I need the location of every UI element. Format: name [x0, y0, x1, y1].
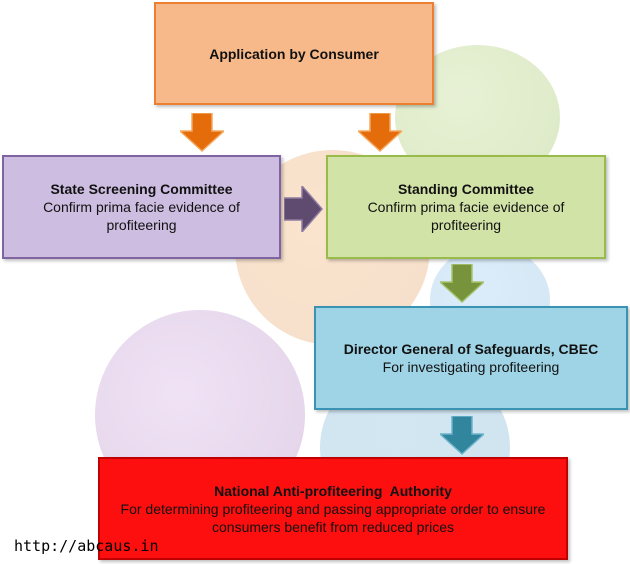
arrow-down-icon [358, 113, 402, 153]
naa-box: National Anti-profiteering Authority For… [98, 457, 568, 560]
arrow-down-icon [440, 264, 484, 304]
naa-title: National Anti-profiteering Authority [214, 482, 452, 499]
watermark-url: http://abcaus.in [14, 537, 159, 555]
application-title: Application by Consumer [209, 45, 379, 62]
application-box: Application by Consumer [154, 2, 434, 105]
state-screening-title: State Screening Committee [50, 181, 233, 197]
state-screening-box: State Screening Committee Confirm prima … [2, 155, 281, 259]
dgs-title: Director General of Safeguards, CBEC [343, 341, 599, 357]
arrow-down-icon [440, 416, 484, 456]
standing-committee-desc: Confirm prima facie evidence of profitee… [367, 199, 565, 233]
naa-desc: For determining profiteering and passing… [120, 500, 546, 535]
arrow-down-icon [180, 113, 224, 153]
state-screening-desc: Confirm prima facie evidence of profitee… [43, 199, 240, 233]
dgs-box: Director General of Safeguards, CBEC For… [314, 306, 628, 410]
standing-committee-box: Standing Committee Confirm prima facie e… [326, 155, 606, 259]
standing-committee-title: Standing Committee [397, 181, 535, 197]
arrow-right-icon [284, 186, 323, 232]
dgs-desc: For investigating profiteering [382, 359, 560, 375]
